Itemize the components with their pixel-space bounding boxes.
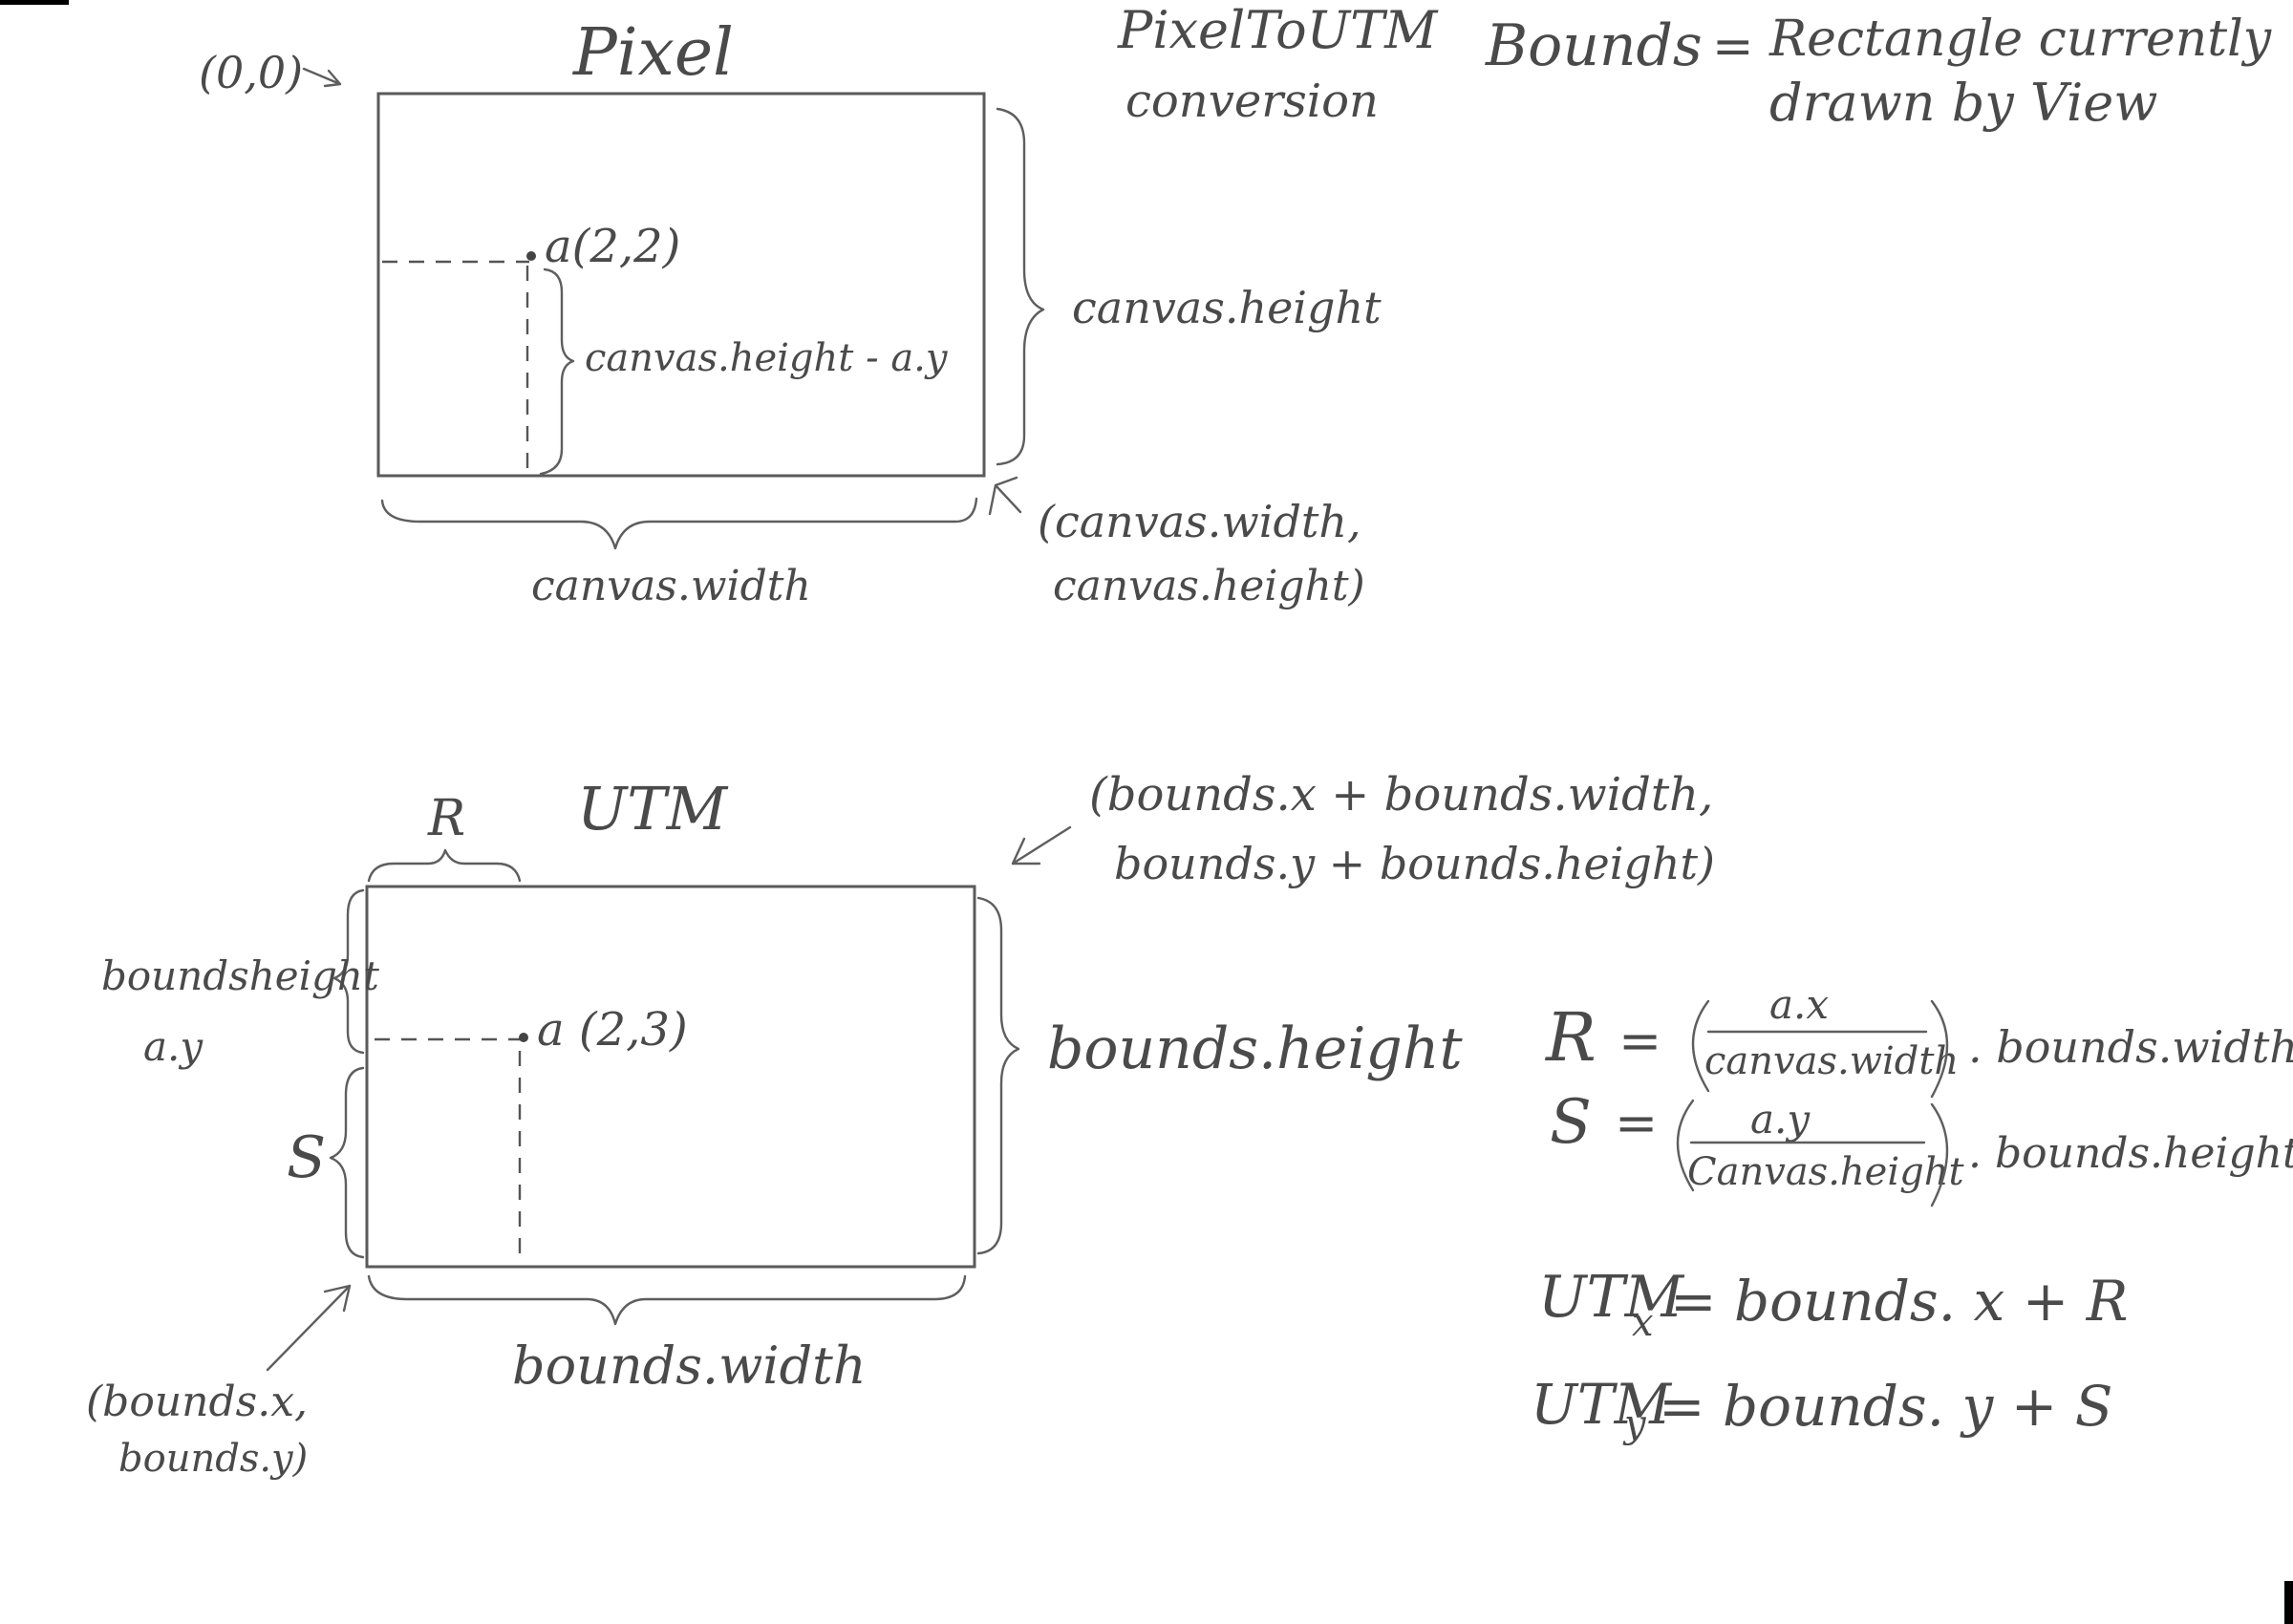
utm-height-brace [976,896,1020,1255]
formula-utm-x-main: UTM [1538,1264,1685,1331]
pixel-heading: Pixel [571,15,734,91]
utm-top-corner-line-2: bounds.y + bounds.height) [1114,838,1715,889]
scan-edge-mark-top [0,0,69,5]
scan-edge-mark-bottom [2284,1581,2293,1624]
utm-s-brace [329,1066,365,1259]
formula-s-lhs: S [1550,1087,1592,1158]
pixel-height-label: canvas.height [1072,282,1382,333]
formula-r-denominator: canvas.width [1704,1039,1959,1083]
pixel-corner-label-line-1: (canvas.width, [1038,496,1361,547]
definition-term: Bounds [1485,12,1703,79]
utm-r-label: R [427,790,465,847]
pixel-canvas-rect [376,92,986,478]
pixel-height-brace [996,107,1045,466]
utm-height-label: bounds.height [1047,1015,1463,1082]
utm-offset-label-line-2: a.y [143,1023,204,1070]
title-line-1: PixelToUTM [1117,0,1439,60]
utm-point-a [519,1033,528,1042]
formula-s-eq: = [1615,1093,1658,1153]
formula-s-numerator: a.y [1750,1096,1811,1143]
formula-s-factor: . bounds.height [1968,1129,2293,1178]
formula-s-denominator: Canvas.height [1687,1150,1964,1194]
utm-top-corner-line-1: (bounds.x + bounds.width, [1089,768,1713,822]
title-line-2: conversion [1125,75,1379,128]
utm-offset-brace [332,888,365,1055]
pixel-inner-brace [539,267,575,476]
utm-heading: UTM [577,774,729,844]
definition-equals: = [1712,18,1754,75]
utm-width-brace [367,1274,967,1326]
formula-r-close-paren [1930,999,1949,1099]
formula-utm-y-sub: y [1622,1402,1647,1446]
formula-utm-x-sub: x [1632,1301,1654,1345]
pixel-width-brace [380,497,978,550]
pixel-panel: Pixel (0,0) a(2,2) canvas.height - a.y c… [199,15,1382,610]
pixel-point-a [526,251,536,261]
utm-top-corner-arrow [1011,825,1072,865]
formula-r-factor: . bounds.width [1968,1021,2293,1073]
utm-width-label: bounds.width [512,1336,867,1396]
definition-line-2: drawn by View [1769,73,2157,133]
utm-s-label: S [287,1124,326,1191]
pixel-point-label: a(2,2) [545,220,680,273]
formula-r-lhs: R [1544,998,1597,1077]
utm-bottom-corner-line-1: (bounds.x, [86,1378,308,1426]
pixel-width-label: canvas.width [531,562,811,610]
pixel-corner-arrow [988,476,1022,516]
pixel-corner-label-line-2: canvas.height) [1053,562,1365,610]
utm-r-brace [367,848,522,883]
pixel-inner-height-label: canvas.height - a.y [585,336,949,380]
formula-r-open-paren [1691,999,1710,1093]
utm-offset-label-line-1: boundsheight [101,952,379,999]
formula-s-close-paren [1930,1102,1949,1207]
formula-utm-y-rhs: = bounds. y + S [1659,1374,2113,1439]
utm-panel: UTM R a (2,3) boundsheight a.y S bounds.… [86,768,1715,1481]
definition-line-1: Rectangle currently [1768,11,2272,68]
formula-s-open-paren [1676,1099,1695,1192]
utm-bottom-corner-arrow [266,1284,352,1372]
origin-arrow [302,67,342,88]
utm-point-label: a (2,3) [537,1003,688,1057]
formula-r-numerator: a.x [1769,981,1829,1028]
formula-r-eq: = [1618,1011,1661,1071]
utm-bounds-rect [365,885,976,1269]
origin-label: (0,0) [199,47,303,98]
formulas: R = a.x canvas.width . bounds.width S = … [1531,981,2293,1446]
utm-bottom-corner-line-2: bounds.y) [118,1437,308,1481]
formula-utm-y-main: UTM [1531,1372,1673,1437]
formula-utm-x-rhs: = bounds. x + R [1670,1269,2128,1334]
